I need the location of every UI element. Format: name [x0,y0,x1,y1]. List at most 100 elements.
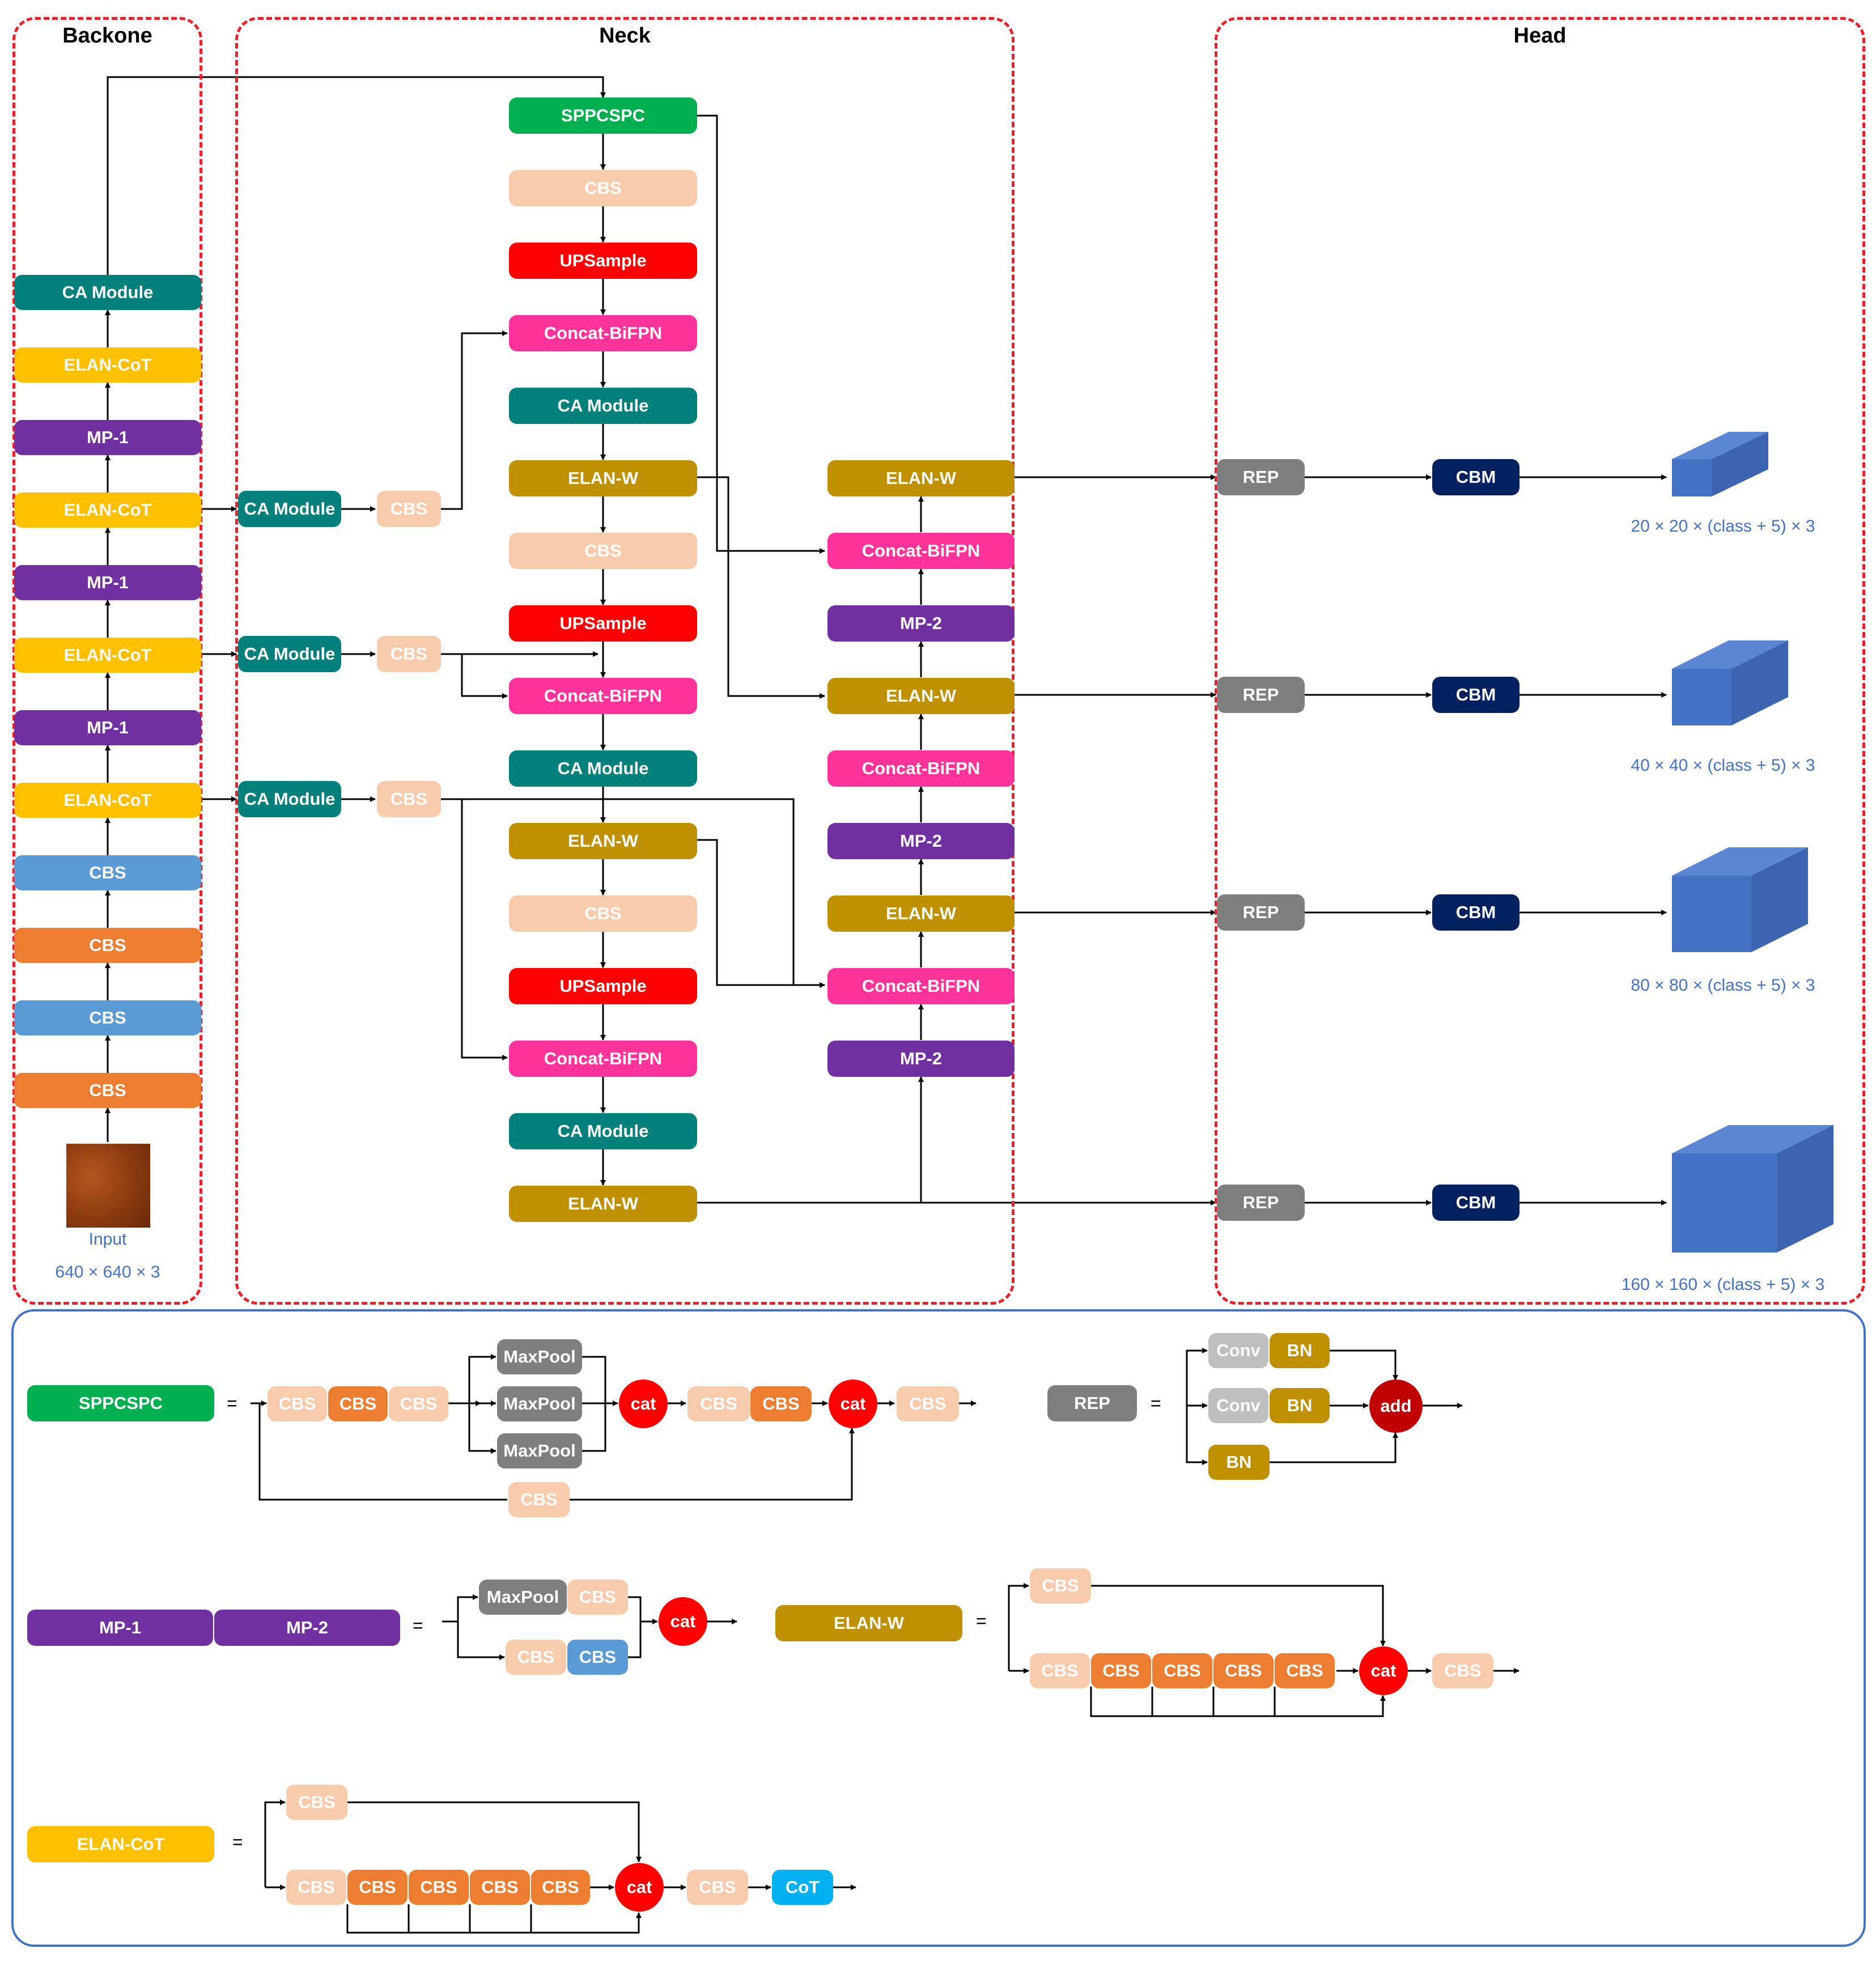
backbone-ca-module: CA Module [14,275,201,310]
neck-elan-w: ELAN-W [509,1186,697,1222]
backbone-cbs: CBS [14,1073,201,1108]
legend-cbs: CBS [567,1580,628,1615]
legend-cbs: CBS [567,1640,628,1675]
legend-cbs: CBS [531,1870,590,1905]
legend-cbs: CBS [409,1870,469,1905]
head-cbm: CBM [1432,1185,1520,1221]
neck-side-ca-module: CA Module [238,491,341,527]
equals-sign: = [232,1832,243,1852]
neck-ca-module: CA Module [509,750,697,787]
legend-cbs: CBS [389,1386,448,1421]
legend-maxpool: MaxPool [497,1339,582,1374]
legend-cbs: CBS [1030,1653,1090,1688]
legend-maxpool: MaxPool [497,1433,582,1468]
legend-cbs: CBS [286,1785,347,1820]
legend-cat-node: cat [619,1380,668,1428]
output-size-label: 160 × 160 × (class + 5) × 3 [1621,1275,1825,1294]
legend-cbs: CBS [506,1640,566,1675]
backbone-elan-cot: ELAN-CoT [14,347,201,383]
legend-sppcspc: SPPCSPC [27,1385,214,1421]
legend-bn: BN [1270,1333,1330,1368]
backbone-elan-cot: ELAN-CoT [14,783,201,818]
legend-cbs: CBS [286,1870,346,1905]
output-size-label: 20 × 20 × (class + 5) × 3 [1631,517,1815,536]
head-rep: REP [1217,1185,1305,1221]
output-cube-160 [1672,1125,1833,1253]
neck-title: Neck [599,24,651,48]
neck-side-ca-module: CA Module [238,781,341,817]
input-size-label: 640 × 640 × 3 [55,1263,160,1281]
legend-maxpool: MaxPool [479,1580,567,1615]
backbone-mp1: MP-1 [14,710,201,745]
output-cube-80 [1672,847,1808,952]
neck-cbs: CBS [509,533,697,569]
legend-cbs: CBS [268,1386,327,1421]
neck-elan-w: ELAN-W [827,460,1015,496]
legend-cbs: CBS [1091,1653,1151,1688]
neck-elan-w: ELAN-W [509,823,697,859]
neck-elan-w: ELAN-W [827,895,1015,932]
equals-sign: = [1151,1393,1161,1414]
legend-cbs: CBS [1030,1568,1091,1603]
head-cbm: CBM [1432,677,1520,713]
neck-cbs: CBS [509,170,697,206]
legend-cbs: CBS [750,1386,812,1421]
legend-cbs: CBS [508,1482,570,1517]
neck-concat-bifpn: Concat-BiFPN [509,1041,697,1077]
legend-maxpool: MaxPool [497,1386,582,1421]
legend-conv: Conv [1208,1388,1268,1423]
neck-mp2: MP-2 [827,823,1015,859]
legend-mp1: MP-1 [27,1610,213,1646]
legend-rep: REP [1047,1385,1137,1421]
legend-cat-node: cat [659,1597,707,1646]
neck-ca-module: CA Module [509,1113,697,1149]
head-cbm: CBM [1432,894,1520,931]
legend-cbs: CBS [347,1870,408,1905]
neck-concat-bifpn: Concat-BiFPN [509,315,697,351]
neck-elan-w: ELAN-W [827,678,1015,714]
legend-cot: CoT [772,1870,833,1905]
legend-panel [11,1309,1866,1947]
backbone-cbs: CBS [14,855,201,890]
head-rep: REP [1217,677,1305,713]
legend-elan-w: ELAN-W [775,1605,962,1641]
legend-cbs: CBS [1432,1653,1493,1688]
neck-mp2: MP-2 [827,605,1015,642]
legend-cat-node: cat [615,1863,664,1912]
head-cbm: CBM [1432,459,1520,495]
input-label: Input [88,1230,127,1249]
neck-concat-bifpn: Concat-BiFPN [827,750,1015,787]
output-cube-40 [1672,640,1788,725]
legend-bn: BN [1208,1445,1270,1480]
neck-side-cbs: CBS [377,636,441,672]
output-size-label: 80 × 80 × (class + 5) × 3 [1631,976,1815,995]
legend-cbs: CBS [470,1870,530,1905]
backbone-elan-cot: ELAN-CoT [14,493,201,528]
neck-upsample: UPSample [509,968,697,1004]
output-size-label: 40 × 40 × (class + 5) × 3 [1631,756,1815,775]
legend-bn: BN [1270,1388,1330,1423]
backbone-elan-cot: ELAN-CoT [14,638,201,673]
legend-cbs: CBS [1213,1653,1274,1688]
equals-sign: = [976,1611,987,1631]
neck-concat-bifpn: Concat-BiFPN [827,968,1015,1004]
legend-elan-cot: ELAN-CoT [27,1826,214,1862]
legend-cat-node: cat [829,1380,877,1428]
legend-cbs: CBS [897,1386,959,1421]
neck-upsample: UPSample [509,243,697,279]
backbone-mp1: MP-1 [14,420,201,455]
backbone-mp1: MP-1 [14,565,201,600]
neck-elan-w: ELAN-W [509,460,697,496]
output-cubes [1672,432,1833,1253]
legend-conv: Conv [1208,1333,1268,1368]
head-rep: REP [1217,459,1305,495]
backbone-cbs: CBS [14,928,201,963]
head-region [1215,17,1865,1305]
backbone-title: Backone [62,24,152,48]
legend-cbs: CBS [1275,1653,1335,1688]
legend-cbs: CBS [687,1386,750,1421]
legend-cbs: CBS [1152,1653,1212,1688]
head-rep: REP [1217,894,1305,931]
neck-concat-bifpn: Concat-BiFPN [827,533,1015,569]
